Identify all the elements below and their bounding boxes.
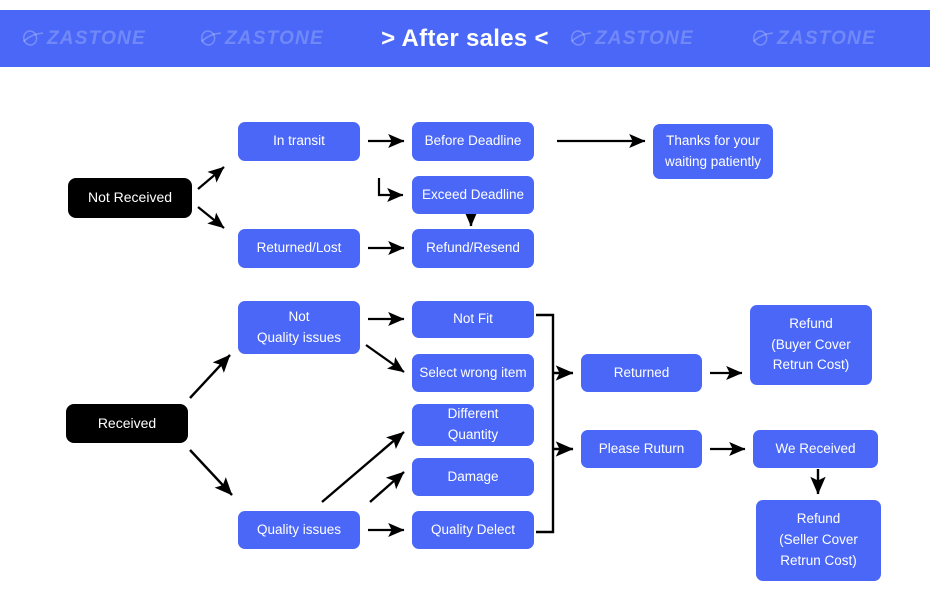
connector-received-to-quality-issues	[189, 449, 233, 496]
flow-node-refund-buyer: Refund (Buyer Cover Retrun Cost)	[750, 305, 872, 385]
page-title: > After sales <	[381, 24, 549, 52]
connector-not-quality-to-select-wrong	[365, 344, 405, 373]
connector-in-transit-to-exceed-deadline	[377, 178, 404, 203]
flow-node-refund-seller: Refund (Seller Cover Retrun Cost)	[756, 500, 881, 581]
connector-quality-issues-to-damage	[369, 471, 405, 503]
flow-node-quality-issues: Quality issues	[238, 511, 360, 549]
flow-node-in-transit: In transit	[238, 122, 360, 161]
flow-node-please-ruturn: Please Ruturn	[581, 430, 702, 468]
watermark-label: ZASTONE	[225, 27, 324, 49]
flow-node-returned-lost: Returned/Lost	[238, 229, 360, 268]
flow-node-exceed-deadline: Exceed Deadline	[412, 176, 534, 214]
watermark-3: ZASTONE	[570, 28, 694, 50]
zastone-logo-icon	[752, 30, 774, 47]
flow-node-refund-resend: Refund/Resend	[412, 229, 534, 268]
watermark-4: ZASTONE	[752, 28, 876, 50]
watermark-label: ZASTONE	[777, 27, 876, 49]
connector-reasons-bracket	[536, 313, 574, 534]
flow-node-thanks-waiting: Thanks for your waiting patiently	[653, 124, 773, 179]
connector-received-to-not-quality	[189, 354, 231, 399]
flow-node-not-fit: Not Fit	[412, 301, 534, 338]
zastone-logo-icon	[200, 30, 222, 47]
watermark-2: ZASTONE	[200, 28, 324, 50]
zastone-logo-icon	[22, 30, 44, 47]
watermark-label: ZASTONE	[595, 27, 694, 49]
zastone-logo-icon	[570, 30, 592, 47]
watermark-1: ZASTONE	[22, 28, 146, 50]
flow-node-not-quality: Not Quality issues	[238, 301, 360, 354]
watermark-label: ZASTONE	[47, 27, 146, 49]
flow-node-received: Received	[66, 404, 188, 443]
flow-node-select-wrong: Select wrong item	[412, 354, 534, 392]
flow-node-we-received: We Received	[753, 430, 878, 468]
connector-not-received-to-returned-lost	[197, 206, 225, 229]
flow-node-returned: Returned	[581, 354, 702, 392]
flow-node-not-received: Not Received	[68, 178, 192, 218]
flow-node-quality-delect: Quality Delect	[412, 511, 534, 549]
connector-not-received-to-in-transit	[197, 166, 225, 190]
connector-quality-issues-to-different-qty	[321, 431, 405, 503]
flow-node-different-qty: Different Quantity	[412, 404, 534, 446]
header-banner: ZASTONE ZASTONE ZASTONE ZASTONE > After sal…	[0, 10, 930, 67]
flow-node-before-deadline: Before Deadline	[412, 122, 534, 161]
flow-node-damage: Damage	[412, 458, 534, 496]
